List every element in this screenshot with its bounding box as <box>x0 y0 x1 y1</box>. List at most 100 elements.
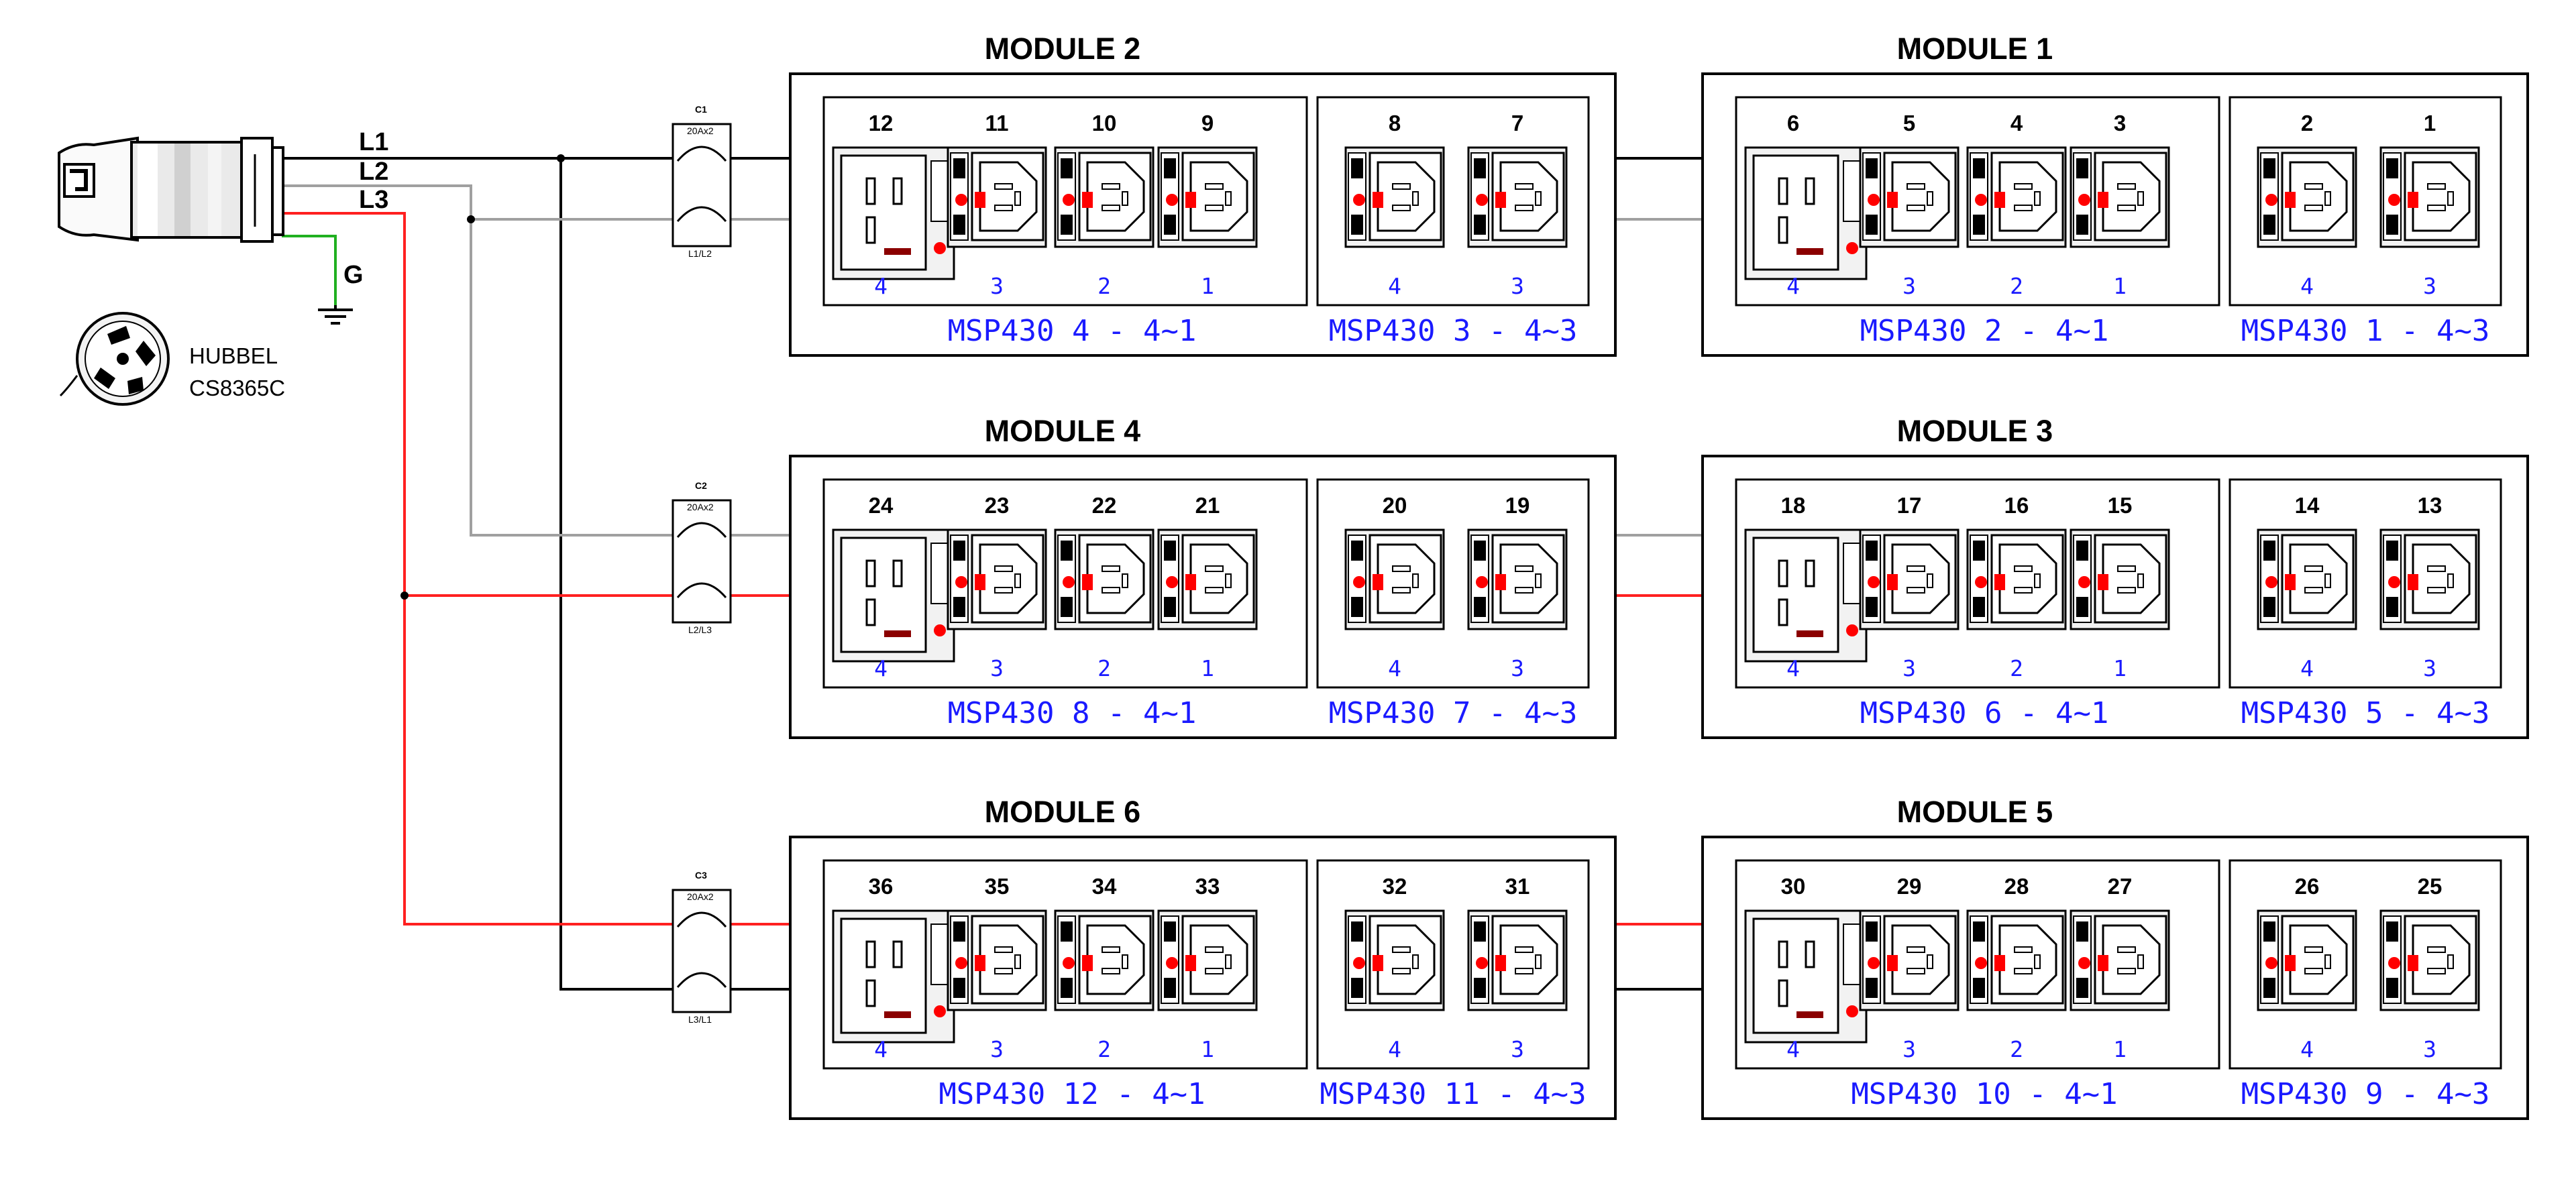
breaker-rating: 20Ax2 <box>687 125 714 136</box>
msp430-label: MSP430 3 - 4~3 <box>1329 314 1578 348</box>
msp430-label: MSP430 1 - 4~3 <box>2241 314 2490 348</box>
twist-lock-plug-icon <box>58 136 284 243</box>
c13-outlet-icon <box>2379 528 2480 630</box>
breaker-id: C1 <box>695 104 707 115</box>
port-number: 3 <box>990 273 1004 299</box>
c19-outlet-icon <box>1744 146 1868 280</box>
outlet-number: 35 <box>985 874 1010 899</box>
junction-dot <box>467 215 475 223</box>
port-number: 3 <box>1511 1036 1524 1062</box>
outlet-number: 33 <box>1195 874 1220 899</box>
breaker-lines: L3/L1 <box>688 1014 712 1025</box>
c13-outlet-icon <box>1054 146 1155 248</box>
msp430-label: MSP430 4 - 4~1 <box>948 314 1197 348</box>
outlet-number: 15 <box>2108 493 2133 518</box>
port-number: 4 <box>1388 273 1401 299</box>
c13-outlet-icon <box>947 909 1047 1011</box>
outlet-number: 25 <box>2418 874 2443 899</box>
c13-outlet-icon <box>2257 528 2357 630</box>
outlet-number: 17 <box>1897 493 1922 518</box>
wire-l3 <box>282 212 686 926</box>
port-number: 1 <box>1201 273 1214 299</box>
c13-outlet-icon <box>1054 528 1155 630</box>
module-title: MODULE 2 <box>985 32 1141 66</box>
c13-outlet-icon <box>1859 909 1960 1011</box>
outlet-number: 8 <box>1389 111 1401 135</box>
module-title: MODULE 3 <box>1897 414 2053 448</box>
port-number: 1 <box>2113 1036 2127 1062</box>
outlet-number: 10 <box>1092 111 1117 135</box>
port-number: 3 <box>990 655 1004 681</box>
port-number: 1 <box>1201 1036 1214 1062</box>
c13-outlet-icon <box>1157 528 1258 630</box>
phase-label-l1: L1 <box>359 128 388 156</box>
outlet-number: 26 <box>2295 874 2320 899</box>
outlet-number: 18 <box>1781 493 1806 518</box>
outlet-number: 32 <box>1383 874 1407 899</box>
outlet-number: 29 <box>1897 874 1922 899</box>
breaker-id: C2 <box>695 480 707 491</box>
outlet-number: 5 <box>1903 111 1915 135</box>
outlet-number: 23 <box>985 493 1010 518</box>
port-number: 4 <box>1786 1036 1800 1062</box>
breaker-id: C3 <box>695 870 707 881</box>
port-number: 3 <box>1511 655 1524 681</box>
port-number: 4 <box>874 273 888 299</box>
msp430-label: MSP430 2 - 4~1 <box>1860 314 2109 348</box>
msp430-label: MSP430 8 - 4~1 <box>948 696 1197 730</box>
ground-symbol-icon <box>318 305 353 325</box>
plug-model-label: CS8365C <box>189 376 285 400</box>
port-number: 3 <box>2423 1036 2436 1062</box>
breaker-lines: L1/L2 <box>688 248 712 259</box>
breaker-c2: C2 20Ax2 L2/L3 <box>672 480 732 635</box>
outlet-number: 6 <box>1787 111 1799 135</box>
module-title: MODULE 6 <box>985 795 1141 829</box>
outlet-number: 19 <box>1505 493 1530 518</box>
junction-dot <box>557 154 565 162</box>
outlet-number: 14 <box>2295 493 2320 518</box>
c13-outlet-icon <box>2257 909 2357 1011</box>
outlet-number: 13 <box>2418 493 2443 518</box>
breaker-c3: C3 20Ax2 L3/L1 <box>672 870 732 1025</box>
module-title: MODULE 5 <box>1897 795 2053 829</box>
port-number: 4 <box>1786 655 1800 681</box>
outlet-number: 30 <box>1781 874 1806 899</box>
c13-outlet-icon <box>1344 528 1445 630</box>
msp430-label: MSP430 10 - 4~1 <box>1851 1077 2117 1111</box>
c13-outlet-icon <box>1054 909 1155 1011</box>
outlet-number: 24 <box>869 493 894 518</box>
msp430-label: MSP430 7 - 4~3 <box>1329 696 1578 730</box>
outlet-number: 34 <box>1092 874 1117 899</box>
c13-outlet-icon <box>1859 146 1960 248</box>
port-number: 2 <box>2010 655 2023 681</box>
c19-outlet-icon <box>832 528 955 663</box>
module-title: MODULE 1 <box>1897 32 2053 66</box>
c13-outlet-icon <box>1344 146 1445 248</box>
c13-outlet-icon <box>947 528 1047 630</box>
port-number: 3 <box>1511 273 1524 299</box>
module-title: MODULE 4 <box>985 414 1141 448</box>
wire-l1-bus <box>559 158 686 991</box>
c13-outlet-icon <box>1859 528 1960 630</box>
c19-outlet-icon <box>832 909 955 1044</box>
port-number: 4 <box>2300 655 2314 681</box>
port-number: 1 <box>1201 655 1214 681</box>
port-number: 3 <box>1902 655 1916 681</box>
msp430-label: MSP430 11 - 4~3 <box>1320 1077 1586 1111</box>
port-number: 1 <box>2113 655 2127 681</box>
outlet-number: 27 <box>2108 874 2133 899</box>
c13-outlet-icon <box>2379 146 2480 248</box>
outlet-number: 9 <box>1201 111 1214 135</box>
msp430-label: MSP430 6 - 4~1 <box>1860 696 2109 730</box>
c13-outlet-icon <box>1467 909 1568 1011</box>
c13-outlet-icon <box>1966 146 2067 248</box>
c13-outlet-icon <box>2070 528 2170 630</box>
plug-brand-label: HUBBEL <box>189 343 278 368</box>
breaker-rating: 20Ax2 <box>687 502 714 512</box>
port-number: 2 <box>2010 1036 2023 1062</box>
port-number: 3 <box>1902 273 1916 299</box>
